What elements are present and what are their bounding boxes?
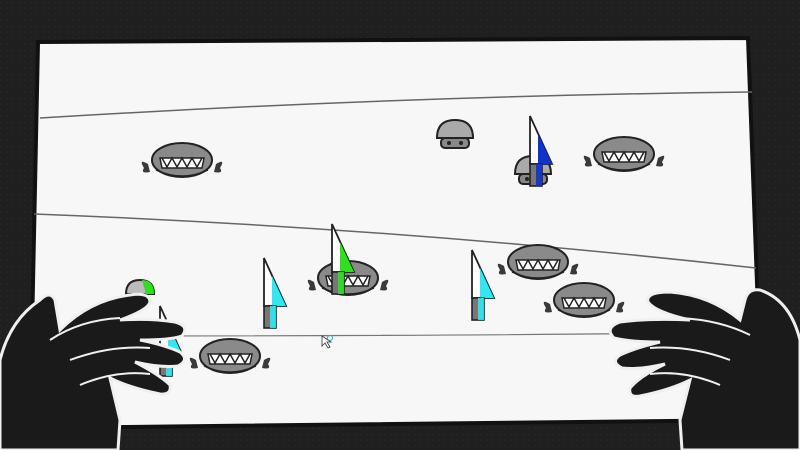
right-gloved-hand-icon [608, 288, 800, 450]
knife-unit-icon[interactable] [471, 249, 496, 321]
magnifier-cursor-icon [321, 335, 333, 349]
shell-creature-icon[interactable] [141, 142, 223, 178]
knife-unit-icon[interactable] [331, 223, 356, 295]
enemies-layer [124, 118, 665, 374]
shell-creature-icon[interactable] [497, 244, 579, 280]
left-gloved-hand-icon [0, 292, 187, 450]
shell-creature-icon[interactable] [189, 338, 271, 374]
shell-creature-icon[interactable] [583, 136, 665, 172]
shell-creature-icon[interactable] [543, 282, 625, 318]
mushroom-creature-icon[interactable] [435, 118, 475, 149]
lane-line-1 [39, 91, 753, 119]
knife-unit-icon[interactable] [263, 257, 288, 329]
knife-unit-icon[interactable] [529, 115, 554, 187]
units-layer [159, 115, 554, 377]
lane-line-2 [33, 213, 757, 269]
slug-creature-icon[interactable] [124, 278, 156, 295]
